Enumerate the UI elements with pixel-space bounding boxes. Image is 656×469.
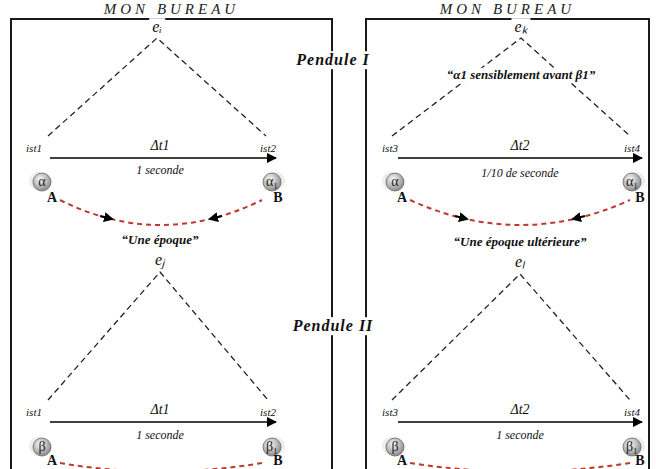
instant-label: ist4: [624, 142, 640, 154]
interval-label: Δt2: [510, 402, 529, 417]
swing-arc: [410, 200, 630, 225]
point-label: B: [635, 191, 644, 205]
duration-label: 1/10 de seconde: [481, 167, 558, 180]
point-label: A: [47, 454, 57, 468]
swing-arrow: [100, 216, 112, 219]
interval-label: Δt1: [150, 402, 169, 417]
pendulum-title: Pendule I: [293, 51, 372, 69]
interval-label: Δt2: [510, 138, 529, 153]
position-label: α₁: [266, 174, 278, 189]
duration-label: 1 seconde: [136, 164, 184, 177]
pendulum-ball: [33, 173, 51, 191]
swing-arc: [60, 200, 262, 225]
point-label: A: [397, 191, 407, 205]
position-label: β₁: [626, 439, 638, 454]
swing-arc: [410, 463, 630, 469]
position-label: β: [391, 439, 398, 454]
position-label: α: [38, 174, 45, 189]
point-label: B: [273, 454, 282, 468]
point-label: B: [273, 191, 282, 205]
event-label: eₖ: [511, 18, 530, 36]
dashed-triangle: [392, 38, 630, 136]
swing-arrow: [210, 216, 222, 219]
dashed-triangle: [48, 272, 268, 400]
duration-label: 1 seconde: [496, 429, 544, 442]
instant-label: ist2: [260, 406, 276, 418]
swing-arrow: [573, 216, 585, 219]
instant-label: ist3: [382, 142, 398, 154]
position-label: α₁: [626, 174, 638, 189]
interval-arrow: [50, 421, 276, 423]
dashed-triangle: [392, 274, 630, 400]
interval-arrow: [398, 157, 642, 159]
instant-label: ist1: [26, 406, 42, 418]
instant-label: ist4: [624, 406, 640, 418]
event-label: eᵢ: [149, 18, 165, 36]
duration-label: 1 seconde: [136, 429, 184, 442]
epoch-caption: “Une époque ultérieure”: [451, 235, 590, 249]
event-label: eₗ: [512, 253, 528, 271]
point-label: A: [397, 454, 407, 468]
pendulum-ball: [623, 173, 641, 191]
interval-label: Δt1: [150, 138, 169, 153]
pendulum-title: Pendule II: [290, 317, 377, 335]
interval-arrow: [398, 421, 642, 423]
event-label: eⱼ: [152, 251, 168, 269]
panel-heading: MON BUREAU: [104, 2, 239, 17]
position-label: α: [391, 174, 398, 189]
pendulum-ball: [263, 173, 281, 191]
instant-label: ist2: [260, 142, 276, 154]
position-label: β₁: [266, 439, 278, 454]
swing-arc: [60, 463, 262, 469]
panel-heading: MON BUREAU: [440, 2, 575, 17]
pendulum-ball: [386, 173, 404, 191]
instant-label: ist3: [382, 406, 398, 418]
instant-label: ist1: [26, 142, 42, 154]
dashed-triangle: [48, 38, 266, 136]
epoch-caption: “Une époque”: [119, 233, 202, 247]
interval-arrow: [50, 157, 276, 159]
epoch-caption: “α1 sensiblement avant β1”: [444, 68, 599, 82]
position-label: β: [38, 439, 45, 454]
point-label: B: [635, 454, 644, 468]
swing-arrow: [455, 216, 467, 219]
point-label: A: [47, 191, 57, 205]
